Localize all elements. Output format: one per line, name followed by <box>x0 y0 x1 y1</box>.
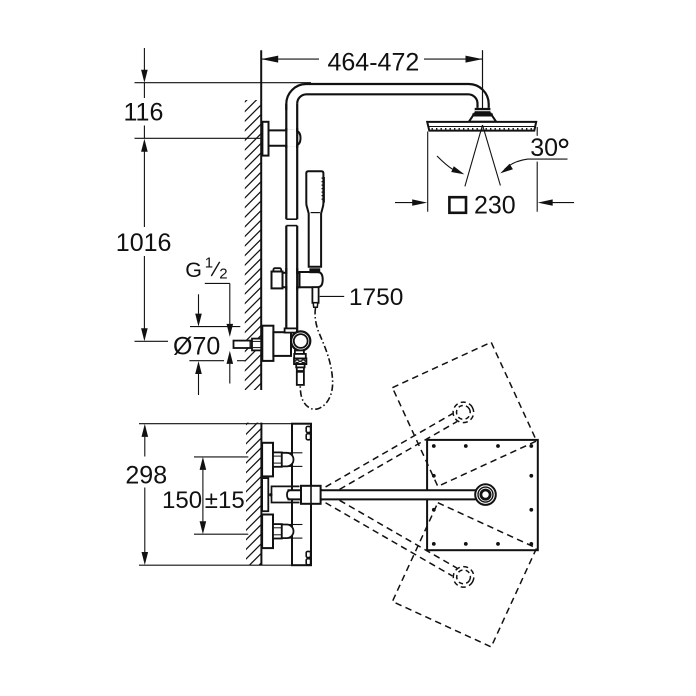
svg-text:150: 150 <box>162 487 202 514</box>
svg-text:464-472: 464-472 <box>328 48 420 76</box>
svg-text:1: 1 <box>205 255 213 272</box>
svg-text:Ø70: Ø70 <box>173 332 220 360</box>
svg-text:±15: ±15 <box>205 487 245 514</box>
svg-text:298: 298 <box>125 462 167 490</box>
svg-text:1016: 1016 <box>116 229 172 257</box>
svg-text:1750: 1750 <box>349 284 404 311</box>
svg-text:G: G <box>185 258 202 282</box>
svg-text:116: 116 <box>124 98 164 126</box>
svg-text:30: 30 <box>530 134 558 162</box>
svg-text:230: 230 <box>474 192 516 220</box>
svg-text:2: 2 <box>219 266 227 283</box>
